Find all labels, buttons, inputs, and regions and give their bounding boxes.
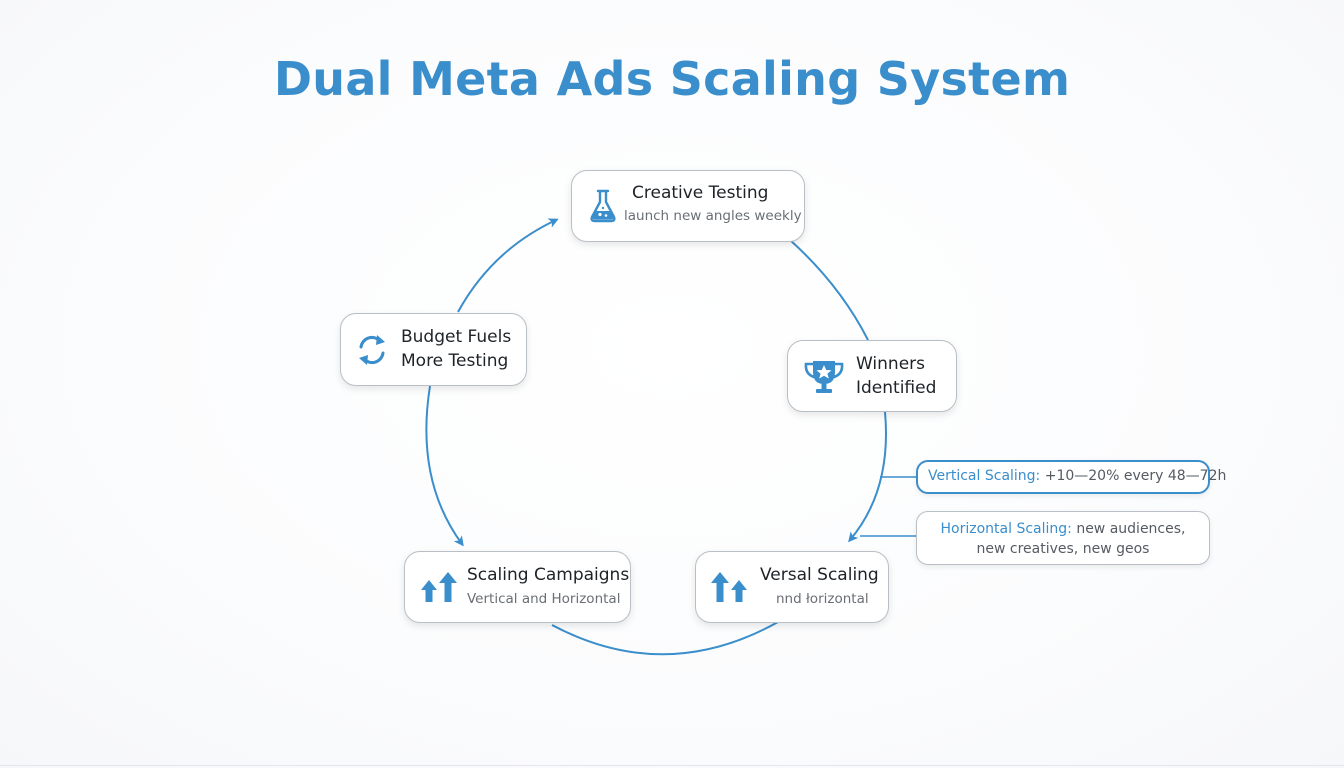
- node-vertical-scaling-label: Versal Scaling: [760, 565, 879, 585]
- node-winners-label-line2: Identified: [856, 378, 937, 398]
- node-budget-label-line1: Budget Fuels: [401, 327, 512, 347]
- callout-vertical-value: +10—20% every 48—72h: [1040, 468, 1227, 484]
- node-budget-fuels: Budget Fuels More Testing: [340, 313, 527, 386]
- flask-icon: [588, 189, 618, 223]
- node-winners-label-line1: Winners: [856, 354, 926, 374]
- bottom-divider: [0, 765, 1344, 766]
- up-arrows-icon: [710, 570, 750, 606]
- node-scaling-campaigns: Scaling Campaigns Vertical and Horizonta…: [404, 551, 631, 623]
- diagram-title: Dual Meta Ads Scaling System: [273, 52, 1071, 106]
- refresh-icon: [353, 331, 391, 369]
- node-creative-testing-sub: launch new angles weekly: [624, 208, 802, 224]
- node-vertical-scaling: Versal Scaling nnd łorizontal: [695, 551, 889, 623]
- node-creative-testing: Creative Testing launch new angles weekl…: [571, 170, 805, 242]
- arrow-budget-to-campaigns: [425, 385, 464, 547]
- up-arrows-icon: [419, 570, 459, 606]
- callout-horizontal-value-line2: new creatives, new geos: [976, 541, 1150, 557]
- callout-vertical-scaling: Vertical Scaling: +10—20% every 48—72h: [916, 460, 1226, 494]
- connector-testing-to-winners: [789, 239, 869, 341]
- node-scaling-campaigns-label: Scaling Campaigns: [467, 565, 630, 585]
- callout-vertical-key: Vertical Scaling:: [928, 468, 1041, 484]
- callout-horizontal-value-line1: new audiences,: [1071, 521, 1186, 537]
- callout-horizontal-scaling: Horizontal Scaling: new audiences, new c…: [916, 511, 1210, 565]
- arrow-budget-to-testing: [457, 218, 559, 313]
- node-winners-identified: Winners Identified: [787, 340, 957, 412]
- connector-vertical-to-campaigns: [551, 621, 779, 656]
- node-scaling-campaigns-sub: Vertical and Horizontal: [467, 591, 621, 607]
- callout-horizontal-key: Horizontal Scaling:: [940, 521, 1072, 537]
- node-vertical-scaling-sub: nnd łorizontal: [776, 591, 869, 607]
- node-creative-testing-label: Creative Testing: [632, 183, 769, 203]
- arrow-winners-to-vertical: [848, 411, 887, 543]
- node-budget-label-line2: More Testing: [401, 351, 509, 371]
- trophy-icon: [802, 358, 846, 396]
